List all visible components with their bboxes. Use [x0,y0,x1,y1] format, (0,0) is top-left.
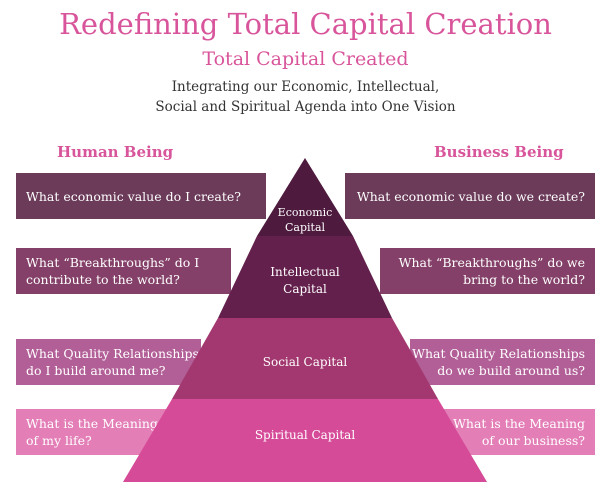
human-being-heading: Human Being [57,143,174,161]
tier-label-economic: Economic Capital [255,205,355,235]
tier-label-line: Economic [277,206,333,219]
page-subtitle: Total Capital Created [202,48,409,70]
question-line: of my life? [26,433,92,448]
question-line: do we build around us? [437,363,585,378]
question-line: of our business? [481,433,585,448]
tier-label-spiritual: Spiritual Capital [215,427,395,444]
tier-label-intellectual: Intellectual Capital [235,264,375,298]
business-economic-question: What economic value do we create? [345,173,595,219]
pyramid-tier-spiritual [123,399,487,482]
tier-label-line: Spiritual Capital [254,428,356,442]
tier-label-line: Social Capital [262,355,348,369]
question-line: What is the Meaning [26,416,158,431]
tier-label-line: Intellectual [270,265,340,279]
question-line: bring to the world? [463,272,585,287]
question-line: What economic value do we create? [356,188,585,204]
pyramid-tier-economic [257,158,353,236]
tier-label-line: Capital [283,282,327,296]
human-spiritual-question: What is the Meaning of my life? [16,409,171,455]
question-line: What Quality Relationships [412,346,585,361]
intro-line-1: Integrating our Economic, Intellectual, [171,79,440,95]
human-economic-question: What economic value do I create? [16,173,266,219]
question-line: What Quality Relationships [26,346,199,361]
pyramid-tier-intellectual [218,236,392,318]
business-social-question: What Quality Relationships do we build a… [410,339,595,385]
human-social-question: What Quality Relationships do I build ar… [16,339,201,385]
business-intellectual-question: What “Breakthroughs” do we bring to the … [380,248,595,294]
intro-line-2: Social and Spiritual Agenda into One Vis… [155,99,456,115]
business-being-heading: Business Being [434,143,564,161]
tier-label-social: Social Capital [225,354,385,371]
question-line: What “Breakthroughs” do we [398,255,585,270]
page-title: Redefining Total Capital Creation [59,7,552,41]
question-line: contribute to the world? [26,272,180,287]
business-spiritual-question: What is the Meaning of our business? [440,409,595,455]
intro-text: Integrating our Economic, Intellectual, … [0,77,611,117]
question-line: What “Breakthroughs” do I [26,255,200,270]
tier-label-line: Capital [284,221,326,234]
question-line: What economic value do I create? [26,188,241,204]
human-intellectual-question: What “Breakthroughs” do I contribute to … [16,248,231,294]
pyramid-tier-social [172,318,438,399]
question-line: do I build around me? [26,363,166,378]
question-line: What is the Meaning [453,416,585,431]
